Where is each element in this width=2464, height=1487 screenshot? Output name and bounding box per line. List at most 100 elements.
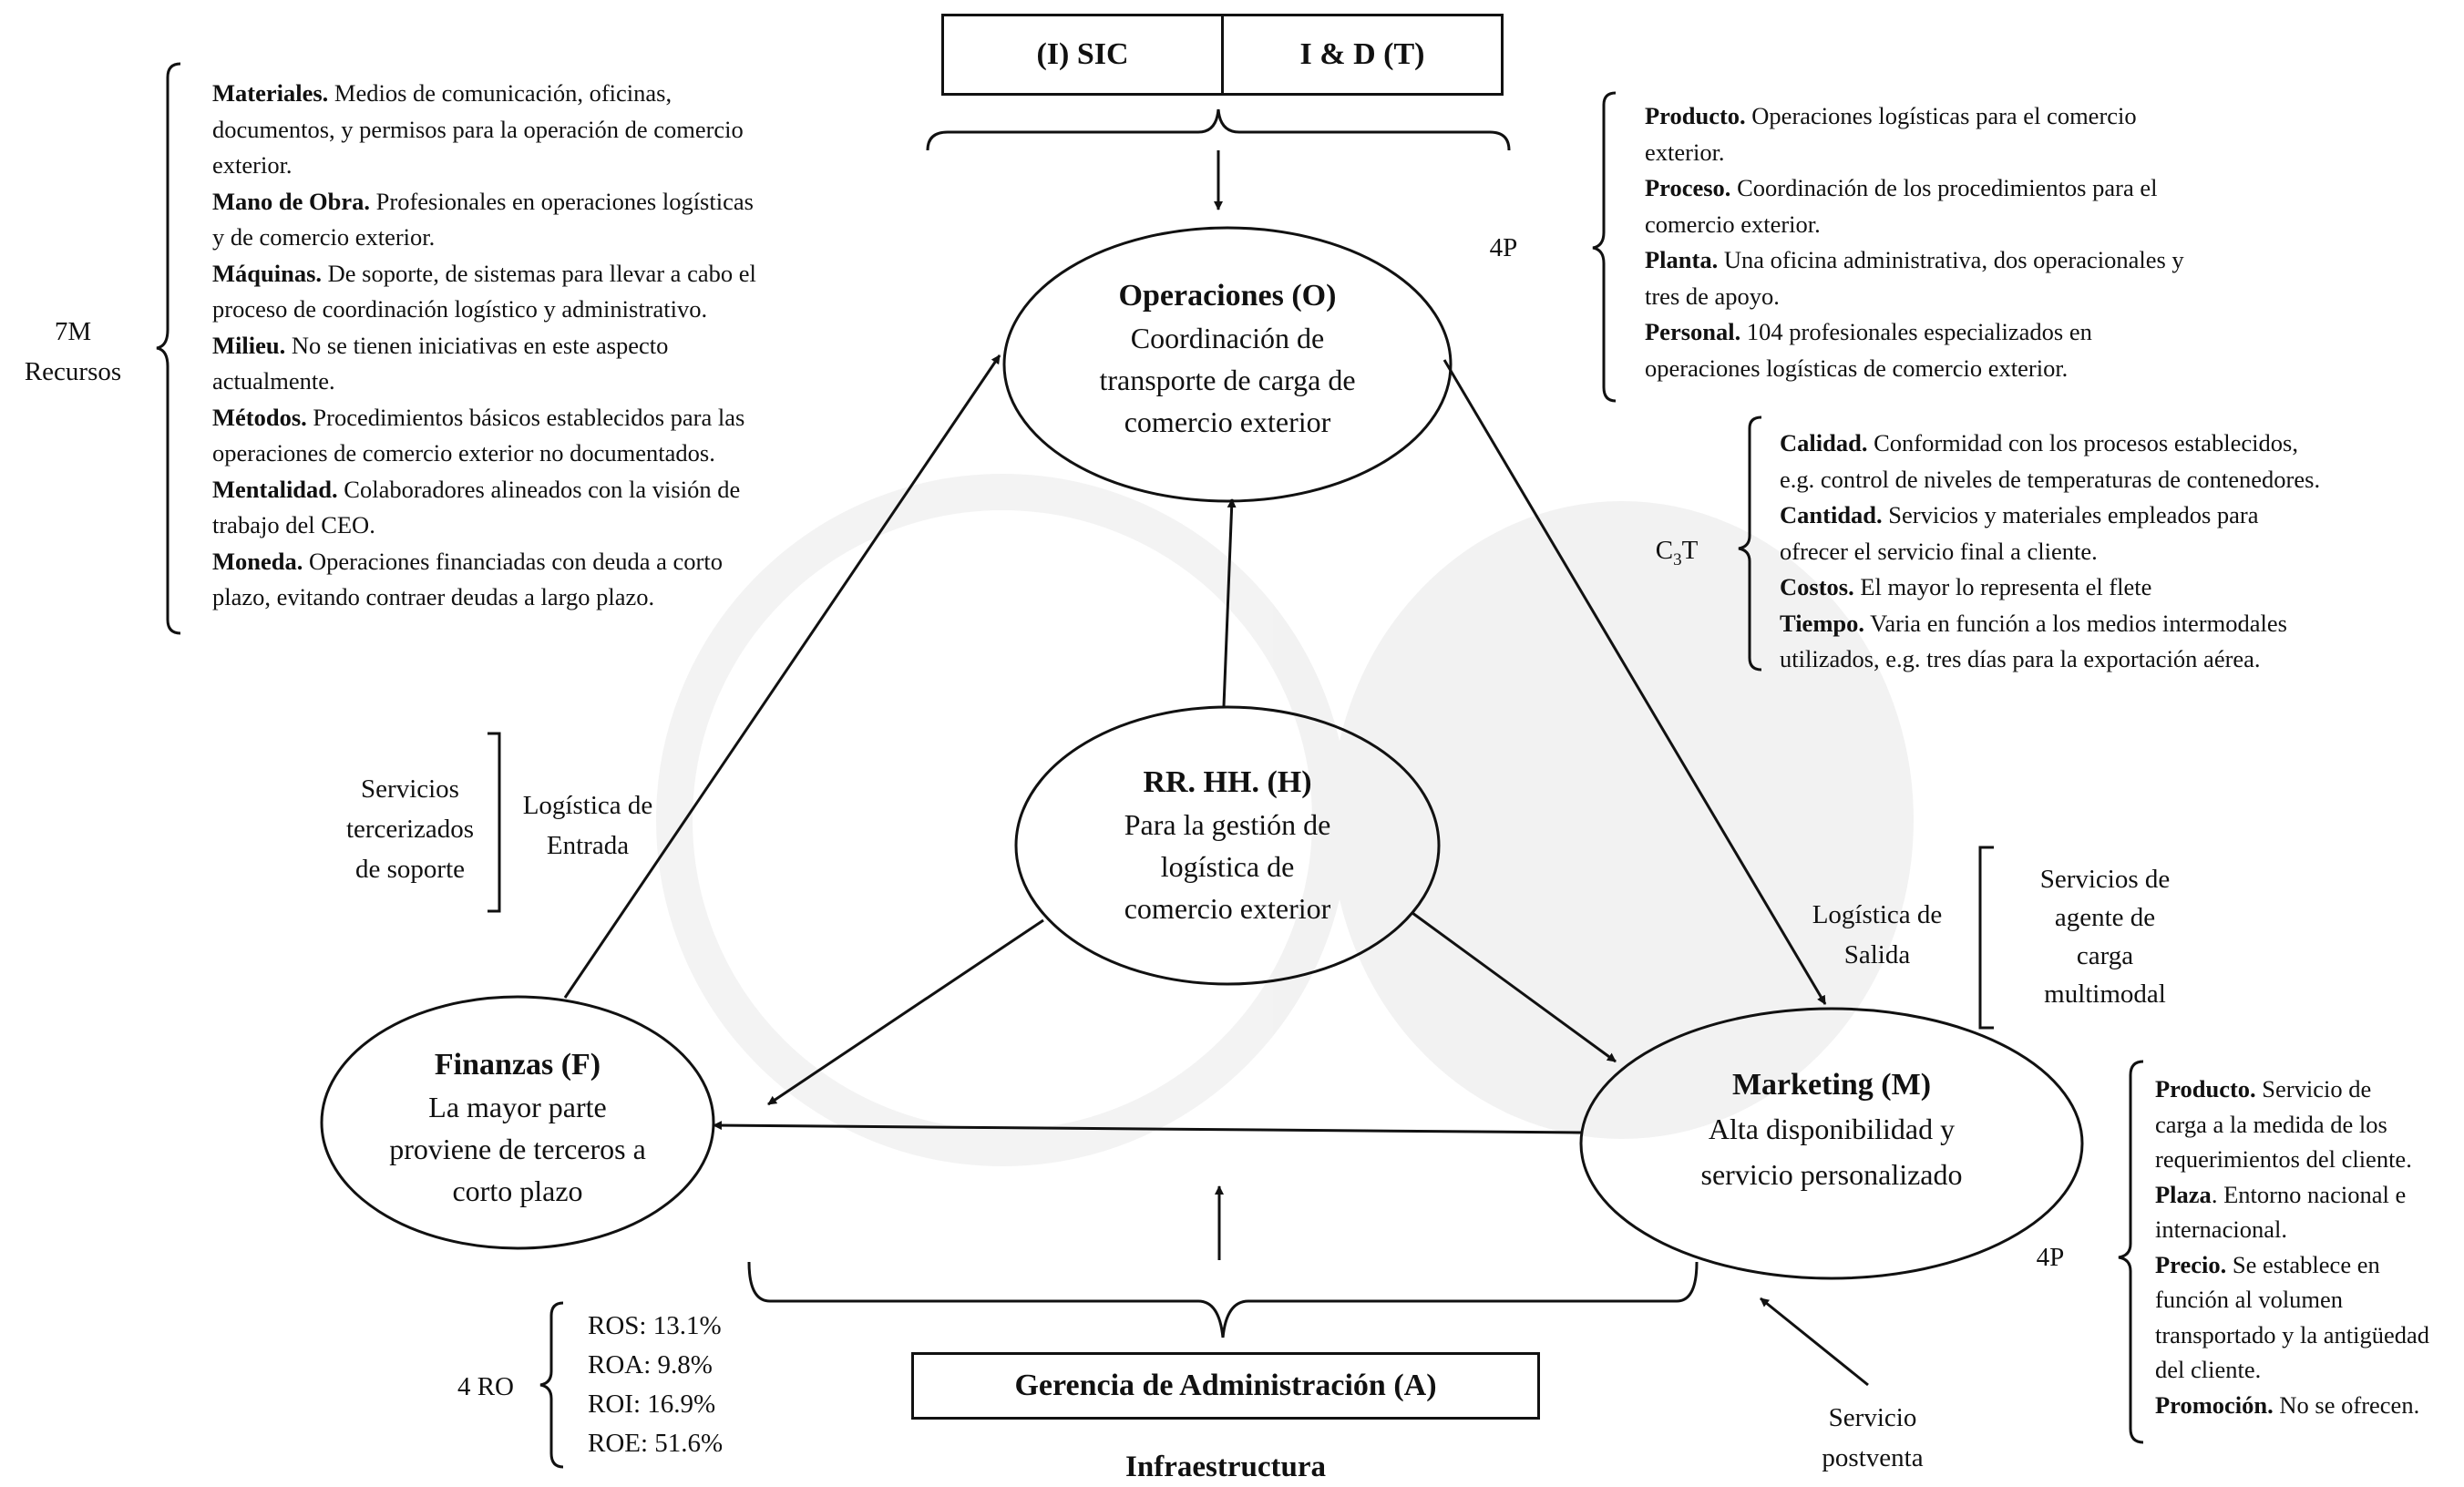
item-first-line: Calidad. Conformidad con los procesos es… bbox=[1780, 426, 2454, 462]
entrada-bracket bbox=[488, 732, 501, 913]
item-text: De soporte, de sistemas para llevar a ca… bbox=[322, 259, 756, 287]
item-heading: Planta. bbox=[1645, 246, 1719, 273]
arrow-rrhh-to-operaciones bbox=[1222, 498, 1237, 707]
arrow-postventa-to-marketing bbox=[1760, 1297, 1869, 1387]
item-continuation: utilizados, e.g. tres días para la expor… bbox=[1780, 645, 2261, 672]
ro-item: ROS: 13.1% bbox=[588, 1311, 722, 1340]
item-first-line: Tiempo. Varia en función a los medios in… bbox=[1780, 606, 2454, 642]
item-continuation: tres de apoyo. bbox=[1645, 282, 1780, 310]
gerencia-box: Gerencia de Administración (A) bbox=[911, 1352, 1540, 1420]
item-continuation: operaciones logísticas de comercio exter… bbox=[1645, 354, 2069, 382]
item-first-line: Mano de Obra. Profesionales en operacion… bbox=[212, 184, 832, 220]
bottom-brace bbox=[747, 1261, 1699, 1338]
four-p-top-list: Producto. Operaciones logísticas para el… bbox=[1645, 98, 2301, 386]
item-text: Medios de comunicación, oficinas, bbox=[328, 79, 672, 107]
entrada-services: Servicios tercerizados de soporte bbox=[337, 769, 483, 889]
operaciones-line: comercio exterior bbox=[1124, 405, 1331, 438]
ro-item: ROE: 51.6% bbox=[588, 1429, 724, 1458]
marketing-line: Alta disponibilidad y bbox=[1708, 1113, 1956, 1145]
item-continuation: trabajo del CEO. bbox=[212, 511, 375, 538]
item-heading: Plaza bbox=[2155, 1180, 2212, 1208]
recursos-label: 7M Recursos bbox=[0, 312, 146, 392]
recursos-label-7m: 7M bbox=[54, 317, 92, 346]
item-heading: Milieu. bbox=[212, 331, 286, 359]
c3t-sub: 3 bbox=[1673, 549, 1682, 569]
ro-list: ROS: 13.1% ROA: 9.8% ROI: 16.9% ROE: 51.… bbox=[588, 1307, 723, 1463]
item-heading: Proceso. bbox=[1645, 174, 1731, 201]
item-heading: Producto. bbox=[2155, 1075, 2256, 1102]
c3t-bracket bbox=[1738, 415, 1762, 672]
id-box: I & D (T) bbox=[1221, 14, 1504, 96]
item-text: Conformidad con los procesos establecido… bbox=[1867, 429, 2298, 456]
rrhh-line: comercio exterior bbox=[1124, 892, 1331, 925]
arrow-rrhh-to-marketing bbox=[1412, 911, 1617, 1063]
finanzas-line: proviene de terceros a bbox=[389, 1133, 646, 1165]
salida-services-line: agente de bbox=[2054, 903, 2156, 932]
ro-item: ROA: 9.8% bbox=[588, 1350, 713, 1379]
item-continuation: carga a la medida de los bbox=[2155, 1110, 2387, 1138]
item-first-line: Milieu. No se tienen iniciativas en este… bbox=[212, 328, 832, 364]
item-continuation: y de comercio exterior. bbox=[212, 223, 436, 251]
item-heading: Máquinas. bbox=[212, 259, 323, 287]
item-text: Servicios y materiales empleados para bbox=[1882, 501, 2259, 528]
item-first-line: Proceso. Coordinación de los procedimien… bbox=[1645, 170, 2301, 207]
item-heading: Tiempo. bbox=[1780, 609, 1865, 637]
salida-bracket bbox=[1978, 846, 1994, 1030]
item-first-line: Promoción. No se ofrecen. bbox=[2155, 1388, 2460, 1423]
item-heading: Moneda. bbox=[212, 547, 303, 575]
item-text: No se tienen iniciativas en este aspecto bbox=[285, 331, 669, 359]
rrhh-line: Para la gestión de bbox=[1124, 808, 1331, 841]
logistica-entrada: Logística de Entrada bbox=[510, 785, 665, 866]
item-heading: Cantidad. bbox=[1780, 501, 1883, 528]
item-continuation: documentos, y permisos para la operación… bbox=[212, 115, 744, 143]
item-text: Profesionales en operaciones logísticas bbox=[370, 187, 754, 215]
item-first-line: Métodos. Procedimientos básicos establec… bbox=[212, 400, 832, 436]
finanzas-line: corto plazo bbox=[452, 1174, 583, 1207]
marketing-title: Marketing (M) bbox=[1731, 1068, 1932, 1102]
operaciones-node: Operaciones (O) Coordinación de transpor… bbox=[1009, 275, 1446, 443]
item-heading: Métodos. bbox=[212, 403, 307, 431]
item-continuation: operaciones de comercio exterior no docu… bbox=[212, 439, 715, 467]
marketing-line: servicio personalizado bbox=[1700, 1158, 1963, 1191]
ro-bracket bbox=[539, 1301, 564, 1469]
item-continuation: exterior. bbox=[212, 151, 293, 179]
operaciones-line: transporte de carga de bbox=[1099, 364, 1356, 396]
item-continuation: exterior. bbox=[1645, 138, 1725, 166]
four-p-bottom-list: Producto. Servicio de carga a la medida d… bbox=[2155, 1072, 2460, 1422]
ro-item: ROI: 16.9% bbox=[588, 1390, 716, 1419]
item-first-line: Cantidad. Servicios y materiales emplead… bbox=[1780, 497, 2454, 534]
logistica-entrada-line: Logística de bbox=[522, 791, 653, 820]
id-label: I & D (T) bbox=[1299, 37, 1425, 71]
item-text: Operaciones logísticas para el comercio bbox=[1745, 102, 2137, 129]
item-continuation: internacional. bbox=[2155, 1215, 2287, 1243]
item-text: Servicio de bbox=[2255, 1075, 2372, 1102]
item-first-line: Producto. Operaciones logísticas para el… bbox=[1645, 98, 2301, 135]
entrada-services-line: tercerizados bbox=[345, 815, 475, 844]
postventa-label: Servicio postventa bbox=[1786, 1398, 1959, 1478]
item-heading: Promoción. bbox=[2155, 1390, 2274, 1419]
item-first-line: Planta. Una oficina administrativa, dos … bbox=[1645, 242, 2301, 279]
c3t-label: C3T bbox=[1636, 530, 1718, 580]
operaciones-line: Coordinación de bbox=[1130, 322, 1325, 354]
item-text: Colaboradores alineados con la visión de bbox=[337, 475, 741, 503]
item-first-line: Precio. Se establece en bbox=[2155, 1247, 2460, 1283]
recursos-list: Materiales. Medios de comunicación, ofic… bbox=[212, 76, 832, 616]
logistica-salida-line: Logística de bbox=[1812, 900, 1943, 929]
item-first-line: Máquinas. De soporte, de sistemas para l… bbox=[212, 256, 832, 292]
postventa-line: postventa bbox=[1822, 1443, 1924, 1472]
logistica-entrada-line: Entrada bbox=[546, 831, 630, 860]
infraestructura-label: Infraestructura bbox=[1125, 1451, 1326, 1483]
item-text: Coordinación de los procedimientos para … bbox=[1730, 174, 2158, 201]
item-heading: Precio. bbox=[2155, 1250, 2227, 1278]
item-continuation: ofrecer el servicio final a cliente. bbox=[1780, 537, 2098, 565]
item-text: . Entorno nacional e bbox=[2211, 1180, 2407, 1208]
item-first-line: Personal. 104 profesionales especializad… bbox=[1645, 314, 2301, 351]
item-text: El mayor lo representa el flete bbox=[1853, 573, 2152, 600]
item-continuation: actualmente. bbox=[212, 367, 335, 395]
salida-services-line: Servicios de bbox=[2039, 865, 2171, 894]
salida-services-line: multimodal bbox=[2044, 979, 2166, 1009]
item-text: Una oficina administrativa, dos operacio… bbox=[1718, 246, 2184, 273]
logistica-salida: Logística de Salida bbox=[1795, 895, 1959, 975]
item-first-line: Producto. Servicio de bbox=[2155, 1072, 2460, 1107]
